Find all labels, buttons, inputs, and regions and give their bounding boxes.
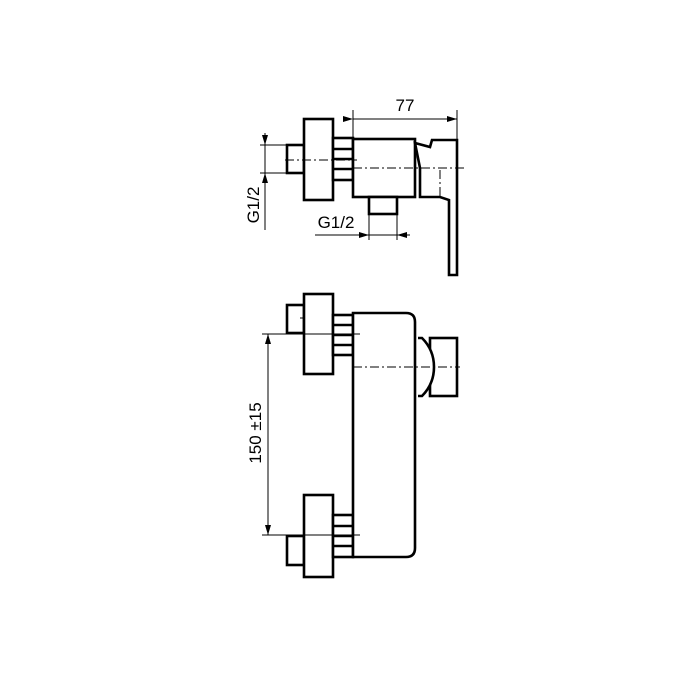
upper-thread — [331, 313, 355, 357]
dimension-inlet-spacing: 150 ±15 — [246, 333, 360, 536]
top-view: 77 G1/2 G1/2 — [244, 96, 464, 277]
lower-inlet-nipple — [285, 534, 306, 567]
outlet-nipple — [367, 195, 399, 216]
depth-dimension-label: 77 — [396, 96, 415, 115]
inlet-nipple — [285, 143, 306, 175]
mixer-body-front — [351, 311, 417, 559]
inlet-spacing-label: 150 ±15 — [246, 402, 265, 463]
outlet-thread-label: G1/2 — [318, 213, 355, 232]
inlet-thread-label: G1/2 — [244, 187, 263, 224]
front-view: 150 ±15 — [246, 292, 460, 579]
dimension-77: 77 — [343, 96, 458, 140]
lower-rosette — [302, 493, 335, 579]
lower-thread — [331, 513, 355, 559]
upper-inlet-nipple — [285, 303, 306, 335]
dimension-outlet-thread: G1/2 — [315, 213, 410, 240]
lever-handle — [413, 138, 459, 277]
dimension-inlet-thread: G1/2 — [244, 133, 287, 230]
inlet-thread — [331, 136, 355, 182]
